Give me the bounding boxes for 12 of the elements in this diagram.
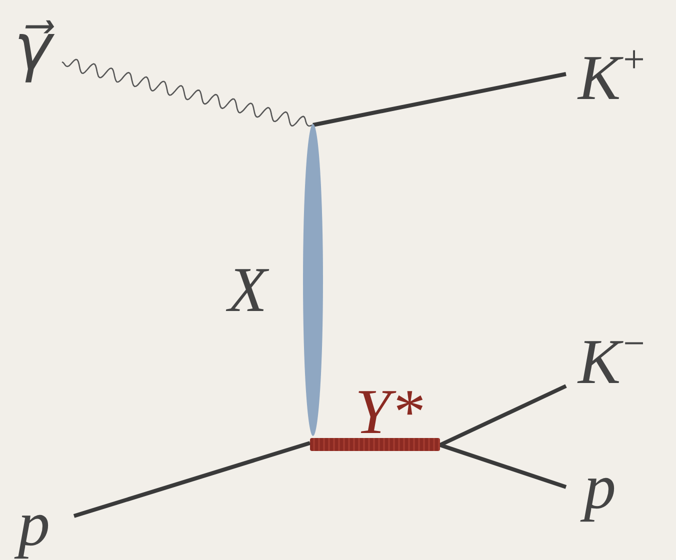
particle-label: K$^{+}$ <box>578 46 647 110</box>
particle-label: X <box>228 258 268 322</box>
particle-line <box>73 441 311 518</box>
particle-line <box>439 443 567 489</box>
particle-line <box>439 384 567 447</box>
particle-label: K$^{−}$ <box>578 330 647 394</box>
resonance-band <box>310 438 440 451</box>
particle-label: Y* <box>355 380 423 444</box>
particle-line <box>312 72 566 127</box>
particle-label: γ⃗ <box>14 16 52 80</box>
photon-line <box>62 58 314 127</box>
propagator-ellipse <box>303 124 323 436</box>
